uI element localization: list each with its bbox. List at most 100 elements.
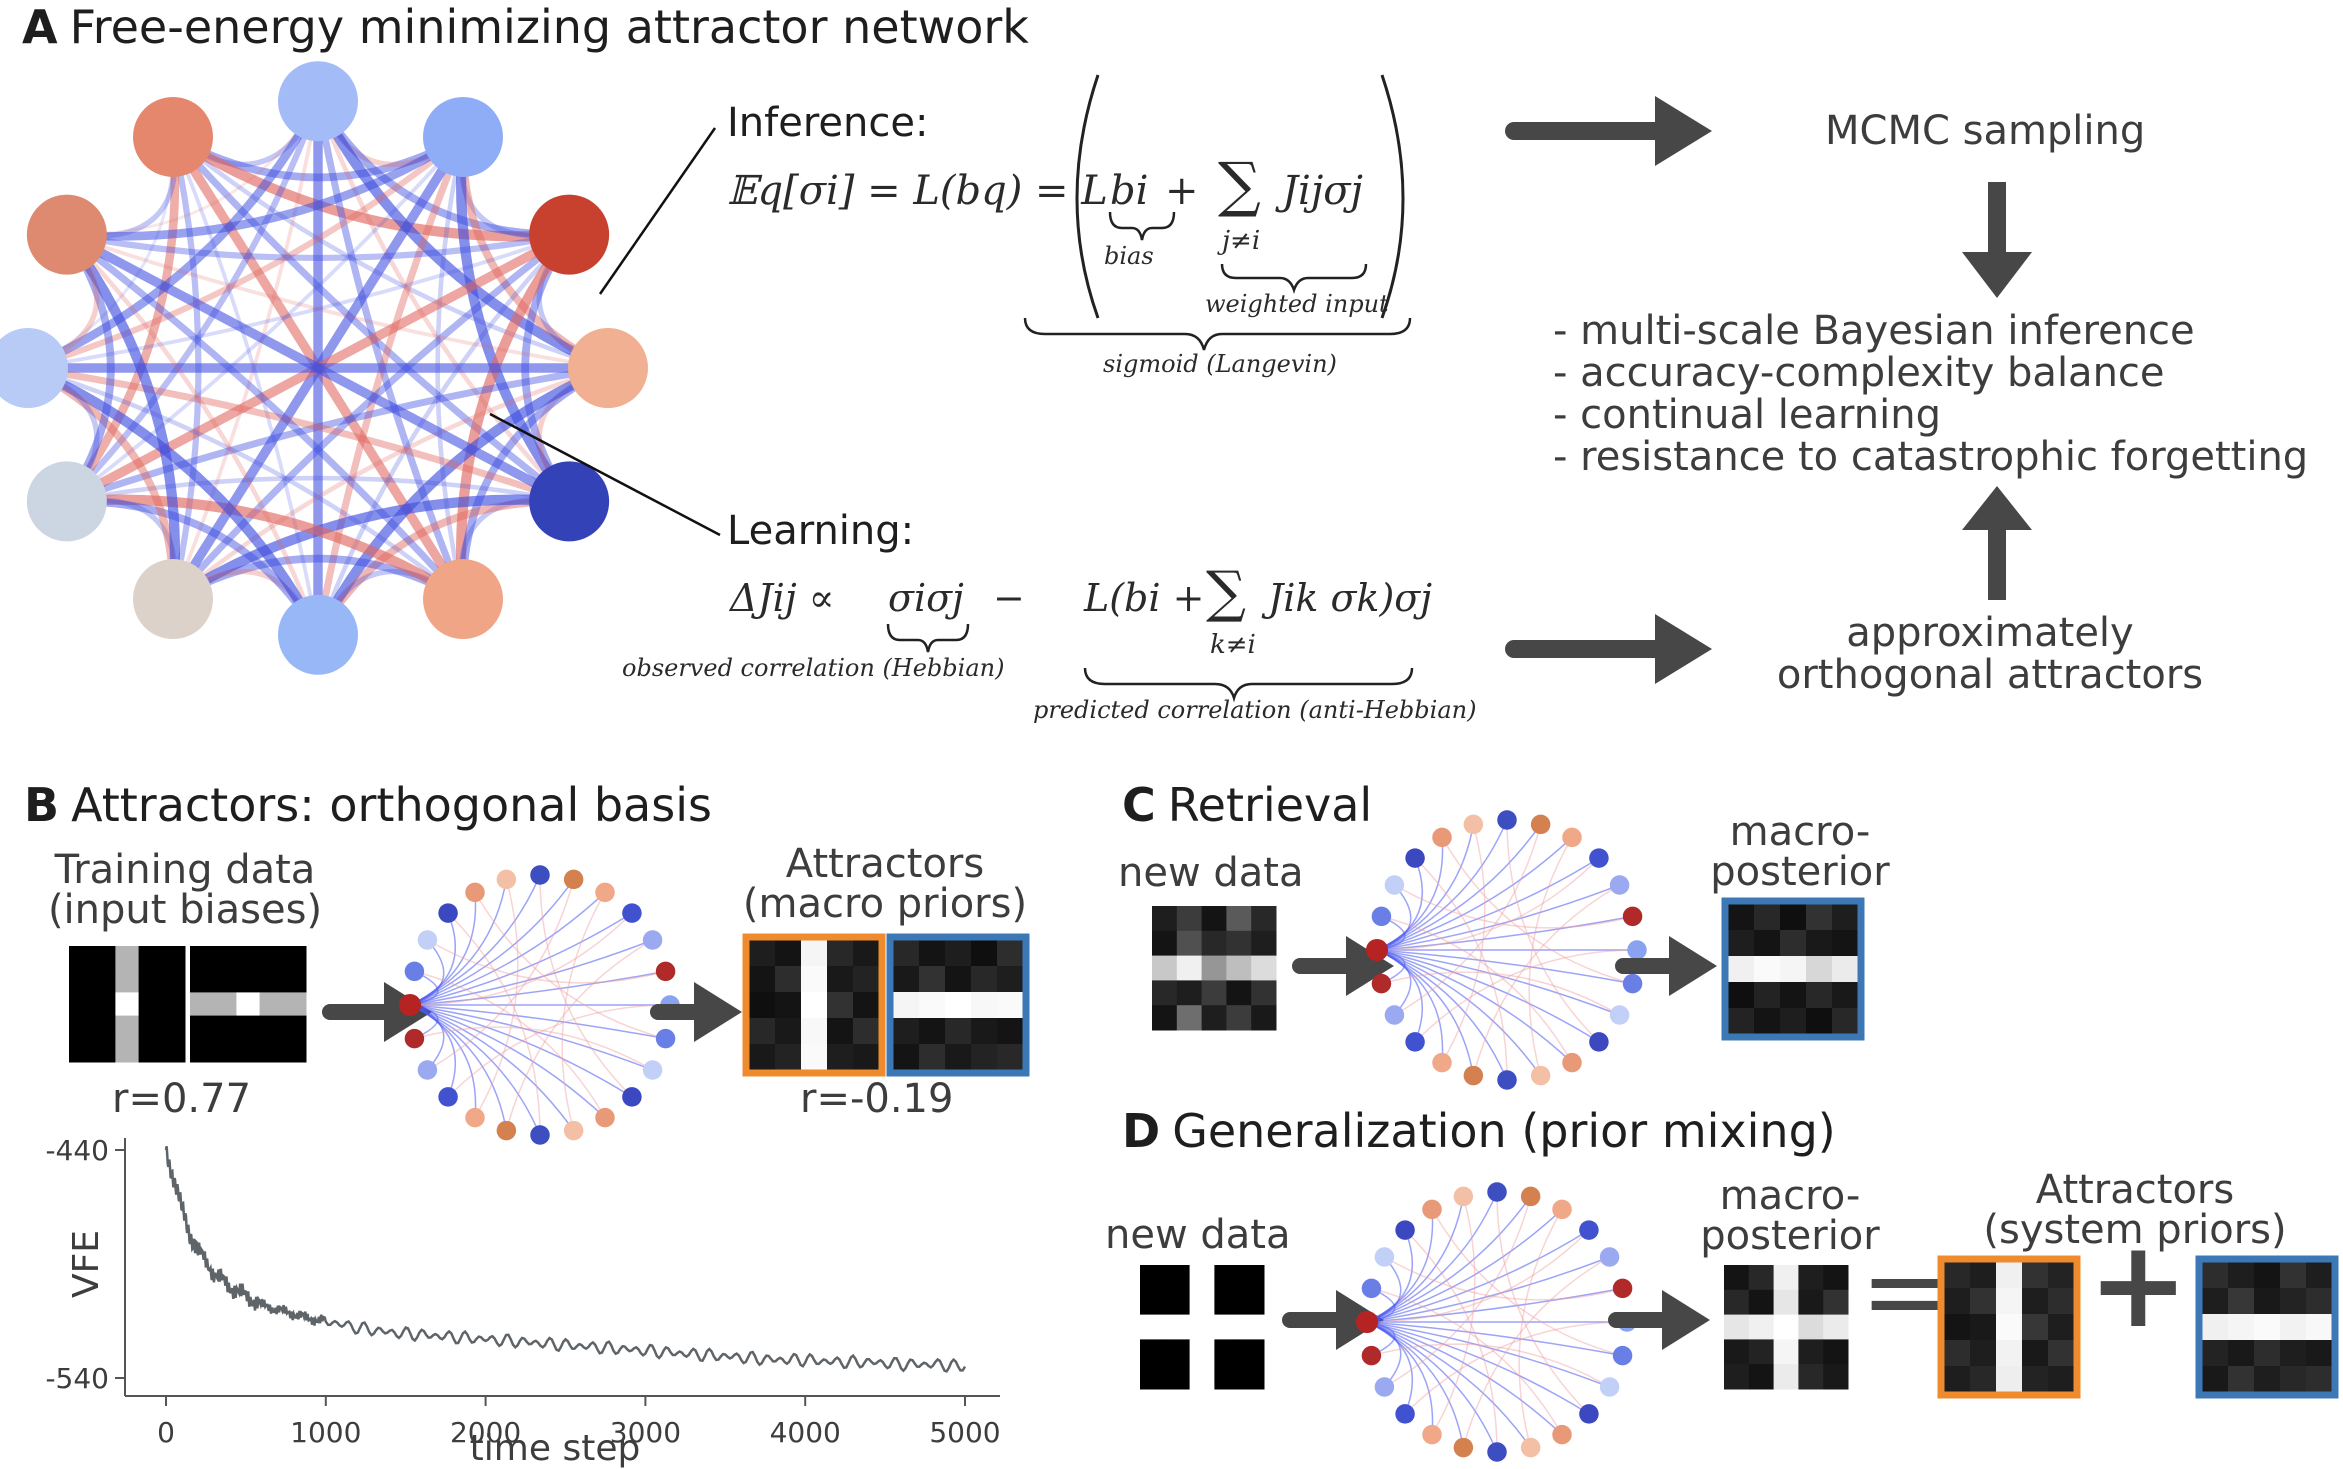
grid-cell [1152, 955, 1178, 981]
grid-cell [236, 1038, 261, 1063]
grid-cell [161, 1038, 186, 1063]
mini-network-edge [1384, 1256, 1623, 1301]
grid-cell [115, 969, 140, 993]
mini-network-node [563, 869, 584, 890]
grid-cell [92, 1015, 116, 1040]
network-edge [170, 494, 570, 604]
mini-network-edge [1376, 857, 1600, 951]
mini-network-node [1487, 1182, 1507, 1202]
mini-network-edge [409, 1004, 456, 1098]
grid-cell [945, 940, 972, 967]
grid-cell [1251, 930, 1277, 957]
grid-cell [945, 966, 972, 993]
mini-network-edge [1366, 1321, 1413, 1415]
mini-network-node [496, 869, 517, 890]
y-tick-label: -540 [45, 1362, 109, 1395]
grid-cell [2280, 1314, 2307, 1341]
grid-cell [749, 1044, 776, 1071]
grid-cell [190, 1015, 214, 1040]
mini-network-edge [1506, 819, 1600, 1043]
mini-network-edge [1404, 1229, 1498, 1453]
grid-cell [2306, 1366, 2333, 1393]
bullet-item: - multi-scale Bayesian inference [1553, 308, 2195, 354]
mini-network-edge [1414, 949, 1638, 1043]
grid-cell [1806, 904, 1833, 931]
mini-network-edge [414, 1026, 653, 1071]
grid-cell [827, 1044, 854, 1071]
arrow-shaft [650, 1004, 702, 1020]
y-axis-label: VFE [66, 1230, 107, 1298]
grid-cell [1201, 980, 1227, 1006]
grid-border [2195, 1255, 2339, 1399]
grid-cell [1214, 1289, 1240, 1316]
grid-cell [919, 940, 946, 967]
mini-network-node [655, 961, 676, 982]
arrow-head [1662, 1290, 1710, 1350]
network-edge [65, 233, 321, 636]
grid-cell [115, 1038, 140, 1063]
network-node [423, 559, 503, 640]
grid-cell [893, 966, 920, 993]
grid-cell [1189, 1265, 1215, 1291]
grid-cell [161, 992, 186, 1017]
grid-cell [1823, 1265, 1849, 1291]
grid-cell [971, 940, 998, 967]
arrow-right-icon [650, 982, 742, 1042]
inference-bias-term: bi [1110, 168, 1149, 214]
r-training: r=0.77 [112, 1076, 252, 1122]
attractor-grid-vertical [742, 933, 886, 1077]
grid-cell [1780, 904, 1807, 931]
network-edge [63, 136, 180, 504]
network-edge [170, 134, 572, 505]
grid-cell [2022, 1314, 2049, 1341]
grid-cell [749, 992, 776, 1019]
grid-cell [1214, 1339, 1240, 1365]
grid-cell [138, 1015, 163, 1040]
grid-border [886, 933, 1030, 1077]
network-edge [27, 365, 465, 601]
grid-cell [1164, 1314, 1191, 1340]
grid-cell [775, 992, 802, 1019]
grid-cell [1773, 1364, 1799, 1390]
grid-cell [282, 1015, 307, 1040]
mini-network-node [1432, 827, 1452, 848]
plus-sign: + [2088, 1216, 2189, 1355]
network-node [26, 194, 107, 275]
network-edge [66, 231, 570, 262]
mini-network-edge [1496, 1191, 1590, 1415]
mini-network-edge [1376, 949, 1600, 1043]
grid-cell [115, 946, 140, 970]
grid-cell [997, 940, 1024, 967]
network-edge [66, 475, 570, 504]
grid-cell [1176, 930, 1203, 957]
mini-network-node [1371, 906, 1392, 927]
x-tick-label: 1000 [290, 1416, 361, 1449]
grid-cell [1728, 930, 1755, 957]
mini-network-edge [561, 892, 606, 1131]
mini-network-node [404, 1028, 425, 1049]
arrow-shaft [1292, 958, 1354, 974]
mini-network-node [1609, 1005, 1630, 1025]
x-tick-label: 0 [157, 1416, 175, 1449]
grid-cell [92, 992, 116, 1017]
mini-network-edge [1376, 949, 1412, 1016]
inference-equation-left: 𝔼q[σi] = L(bq) = L [727, 168, 1108, 214]
learning-hebbian-term: σiσj [888, 576, 964, 620]
grid-cell [161, 946, 186, 970]
grid-cell [853, 966, 880, 993]
network-edge [171, 100, 320, 600]
mini-network-edge [1404, 1321, 1628, 1415]
mini-network-edge [427, 879, 575, 1071]
grid-cell [1214, 1265, 1240, 1291]
grid-cell [1152, 980, 1178, 1006]
grid-cell [1970, 1366, 1997, 1393]
learning-anti-term: L(bi + [1084, 576, 1205, 620]
grid-cell [1798, 1265, 1824, 1291]
grid-cell [1728, 982, 1755, 1009]
inference-sum-symbol: ∑ [1218, 150, 1261, 220]
arrow-head [1669, 936, 1717, 996]
network-edge [456, 231, 574, 600]
arrow-head [694, 982, 742, 1042]
grid-cell [1239, 1314, 1265, 1340]
